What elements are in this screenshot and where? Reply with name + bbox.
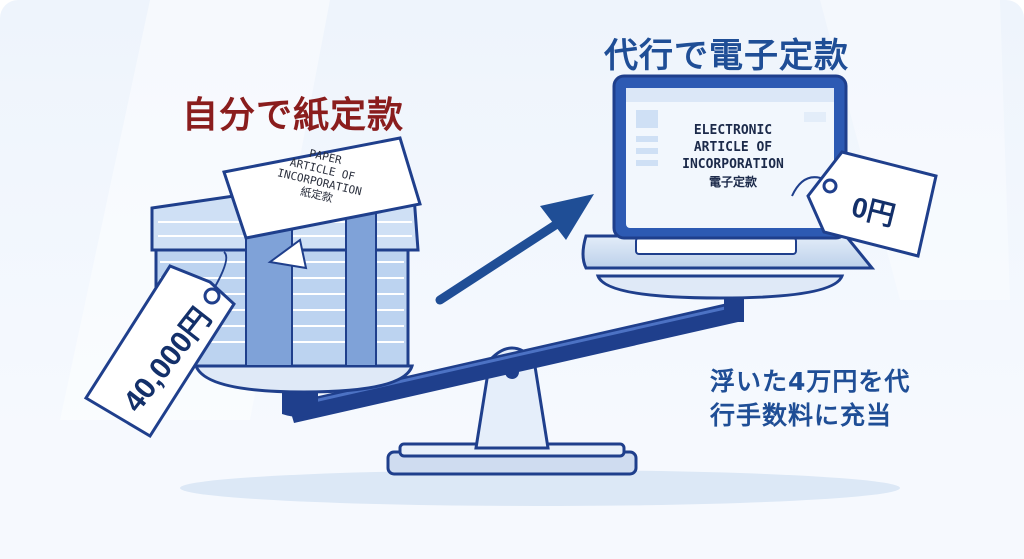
scale-stand: [386, 346, 638, 476]
left-pan: [193, 364, 415, 417]
right-title: 代行で電子定款: [604, 36, 849, 76]
left-title: 自分で紙定款: [182, 95, 405, 136]
note-line-2: 行手数料に充当: [710, 401, 893, 430]
price-tag-right: [791, 150, 938, 258]
laptop: [581, 74, 876, 270]
price-tag-left: [83, 251, 236, 439]
right-pan: [595, 274, 845, 322]
screen-line-3: INCORPORATION: [682, 157, 784, 172]
paper-stack: [150, 136, 422, 368]
laptop-screen-label: ELECTRONIC ARTICLE OF INCORPORATION 電子定款: [664, 122, 802, 191]
screen-line-4: 電子定款: [708, 175, 757, 189]
light-beam-right: [820, 0, 1010, 300]
floor-shadow: [180, 470, 900, 506]
note-line-1: 浮いた4万円を代: [710, 367, 911, 396]
arrow-up-right-icon: [435, 194, 594, 305]
screen-line-2: ARTICLE OF: [693, 140, 773, 155]
screen-line-1: ELECTRONIC: [693, 123, 773, 138]
